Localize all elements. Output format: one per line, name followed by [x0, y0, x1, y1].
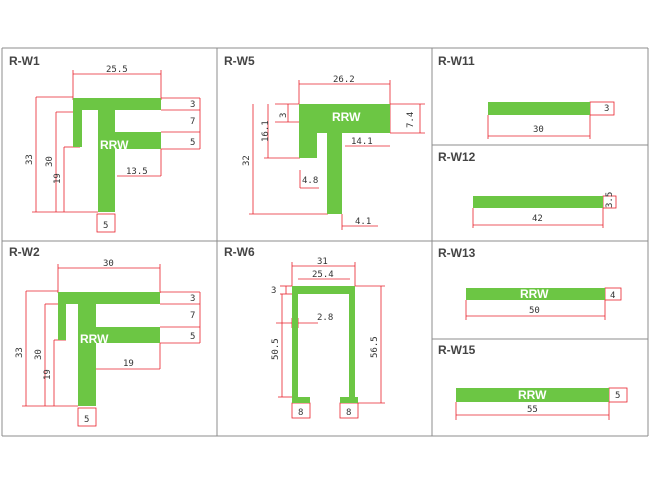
dim-label: 50.5 — [271, 338, 281, 360]
cell-r-w2: R-W2 RRW 30 3 7 5 33 30 — [9, 245, 201, 427]
dim-label: 50 — [529, 306, 540, 316]
dim-label: 30 — [533, 125, 544, 135]
profile-shape — [73, 98, 161, 212]
dim-label: 7 — [190, 117, 195, 127]
dimension-lines — [276, 262, 385, 419]
cell-label: R-W2 — [9, 245, 40, 259]
cell-label: R-W15 — [438, 343, 476, 357]
dim-label: 3.5 — [605, 192, 615, 208]
dim-label: 33 — [25, 154, 35, 165]
dim-label: 3 — [279, 113, 289, 118]
dim-label: 5 — [84, 415, 89, 425]
dimension-lines — [472, 195, 617, 228]
cell-r-w13: R-W13 RRW 4 50 — [438, 246, 622, 320]
dimension-lines — [249, 80, 425, 230]
dim-label: 30 — [45, 156, 55, 167]
dim-label: 31 — [317, 257, 328, 267]
brand-mark: RRW — [100, 138, 129, 152]
cell-label: R-W12 — [438, 150, 476, 164]
cell-r-w6: R-W6 31 25.4 3 2.8 50.5 56.5 8 — [224, 245, 385, 419]
dim-label: 16.1 — [261, 120, 271, 142]
catalog-grid — [1, 47, 649, 437]
cell-r-w5: R-W5 RRW 26.2 7.4 3 16.1 14.1 32 4.8 4.1 — [224, 54, 425, 230]
profile-shape — [466, 288, 605, 300]
dim-label: 4.1 — [355, 217, 371, 227]
dim-label: 3 — [190, 294, 195, 304]
cell-r-w15: R-W15 RRW 5 55 — [438, 343, 628, 420]
dim-label: 19 — [43, 369, 53, 380]
dim-label: 3 — [604, 104, 609, 114]
dim-label: 14.1 — [351, 137, 373, 147]
cell-r-w1: R-W1 RRW 25.5 3 7 5 33 30 — [9, 54, 201, 233]
dim-label: 55 — [527, 405, 538, 415]
brand-mark: RRW — [518, 388, 547, 402]
profile-shape — [473, 196, 603, 208]
dim-label: 19 — [53, 173, 63, 184]
dim-label: 5 — [103, 221, 108, 231]
dim-label: 13.5 — [126, 167, 148, 177]
dim-label: 7.4 — [406, 112, 416, 128]
dim-label: 4 — [610, 291, 615, 301]
cell-r-w12: R-W12 3.5 42 — [438, 150, 617, 228]
dim-label: 3 — [190, 100, 195, 110]
profile-shape — [299, 104, 390, 214]
profile-shape — [456, 388, 609, 402]
dim-label: 7 — [190, 311, 195, 321]
dimension-lines — [32, 70, 201, 233]
dim-label: 8 — [298, 408, 303, 418]
dim-label: 2.8 — [317, 313, 333, 323]
cell-label: R-W1 — [9, 54, 40, 68]
brand-mark: RRW — [332, 110, 361, 124]
cell-label: R-W5 — [224, 54, 255, 68]
dim-label: 56.5 — [370, 336, 380, 358]
dim-label: 4.8 — [302, 176, 318, 186]
dim-label: 26.2 — [333, 75, 355, 85]
profile-shape — [292, 286, 358, 403]
cell-label: R-W11 — [438, 54, 475, 68]
dim-label: 33 — [15, 347, 25, 358]
dim-label: 19 — [123, 359, 134, 369]
dim-label: 30 — [34, 349, 44, 360]
dim-label: 5 — [615, 391, 620, 401]
dim-label: 8 — [346, 408, 351, 418]
cell-label: R-W6 — [224, 245, 255, 259]
dim-label: 30 — [103, 259, 114, 269]
cell-label: R-W13 — [438, 246, 476, 260]
cell-r-w11: R-W11 3 30 — [438, 54, 615, 139]
dim-label: 3 — [271, 286, 276, 296]
dim-label: 25.5 — [106, 65, 128, 75]
brand-mark: RRW — [80, 332, 109, 346]
dim-label: 32 — [242, 155, 252, 166]
dimension-lines — [22, 264, 201, 427]
dim-label: 42 — [532, 214, 543, 224]
dim-label: 5 — [190, 332, 195, 342]
brand-mark: RRW — [520, 287, 549, 301]
profile-shape — [58, 292, 160, 406]
profile-shape — [488, 102, 590, 115]
dim-label: 25.4 — [312, 270, 334, 280]
dim-label: 5 — [190, 138, 195, 148]
